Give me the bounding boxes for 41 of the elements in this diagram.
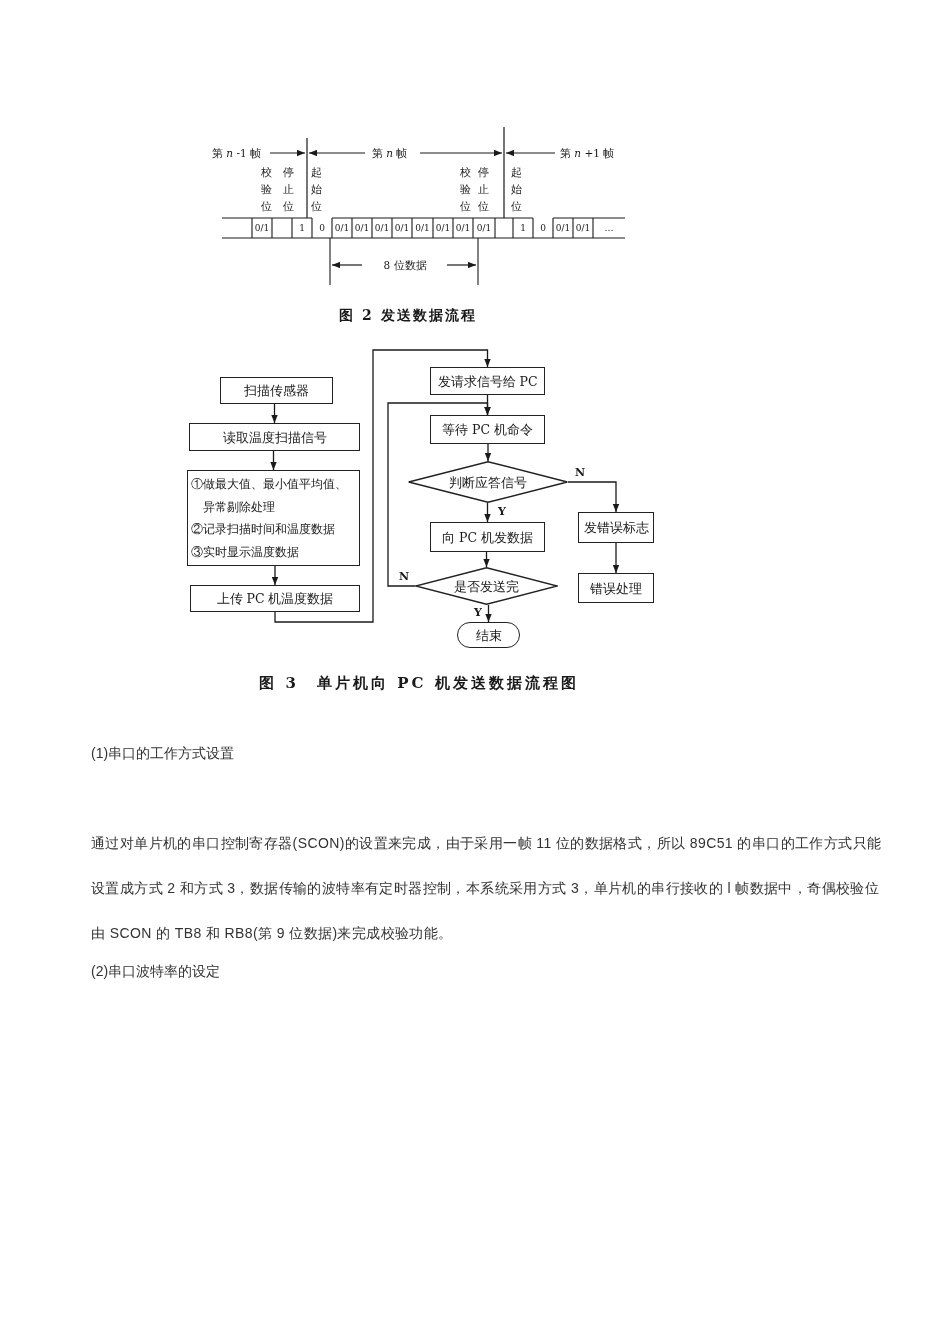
figure-caption: 图 3 单片机向 PC 机发送数据流程图 [259, 674, 579, 692]
figure-caption: 图 2 发送数据流程 [339, 306, 477, 324]
bit-field-label: 校验位 [260, 164, 272, 215]
flow-arrow [567, 481, 620, 513]
process-box: 发错误标志 [578, 512, 654, 543]
flow-arrow [387, 402, 491, 587]
section-heading: (1)串口的工作方式设置 [91, 744, 235, 762]
frame-label: 第 n +1 帧 [560, 146, 615, 160]
process-box: 读取温度扫描信号 [189, 423, 360, 451]
decision-diamond: 是否发送完 [415, 567, 558, 605]
frame-label: 第 n 帧 [372, 146, 408, 160]
decision-diamond: 判断应答信号 [408, 461, 568, 503]
step-text: ①做最大值、最小值平均值、异常剔除处理 [191, 476, 348, 516]
flow-arrow [271, 403, 278, 424]
flow-arrow [483, 551, 490, 568]
process-box: 等待 PC 机命令 [430, 415, 545, 444]
flow-arrow [484, 502, 491, 523]
process-box: 上传 PC 机温度数据 [190, 585, 360, 612]
section-heading: (2)串口波特率的设定 [91, 962, 221, 980]
bit-field-label: 停止位 [282, 164, 294, 215]
dimension-label: 8 位数据 [383, 258, 427, 272]
process-box: 发请求信号给 PC [430, 367, 545, 395]
bit-field-label: 校验位 [459, 164, 471, 215]
flow-arrow [271, 565, 279, 586]
flow-arrow [612, 542, 620, 574]
step-text: ②记录扫描时间和温度数据 [191, 521, 336, 539]
bit-field-label: 停止位 [477, 164, 489, 215]
frame-label: 第 n -1 帧 [212, 146, 261, 160]
flow-arrow [274, 349, 491, 623]
process-box: 扫描传感器 [220, 377, 333, 404]
flow-arrow [270, 450, 277, 471]
step-text: ③实时显示温度数据 [191, 544, 300, 562]
end-terminal: 结束 [457, 622, 520, 648]
process-box: 向 PC 机发数据 [430, 522, 545, 552]
process-box: 错误处理 [578, 573, 654, 603]
flow-arrow [484, 443, 492, 462]
flow-arrow [485, 604, 492, 623]
bit-field-label: 起始位 [310, 164, 322, 215]
process-box [187, 470, 360, 566]
paragraph: 通过对单片机的串口控制寄存器(SCON)的设置来完成，由于采用一帧 11 位的数据格式，所以 89C51 的串口的工作方式只能设置成方式 2 和方式 3，数据传输的波特率有定时器控制，本系统采用方式 3，单片机的串行接收的 l 帧数据中，奇偶校验位由 SCON 的 TB8 和 RB8(第 9 位数据)来完成校验功能。 [91, 834, 883, 943]
bit-field-label: 起始位 [510, 164, 522, 215]
